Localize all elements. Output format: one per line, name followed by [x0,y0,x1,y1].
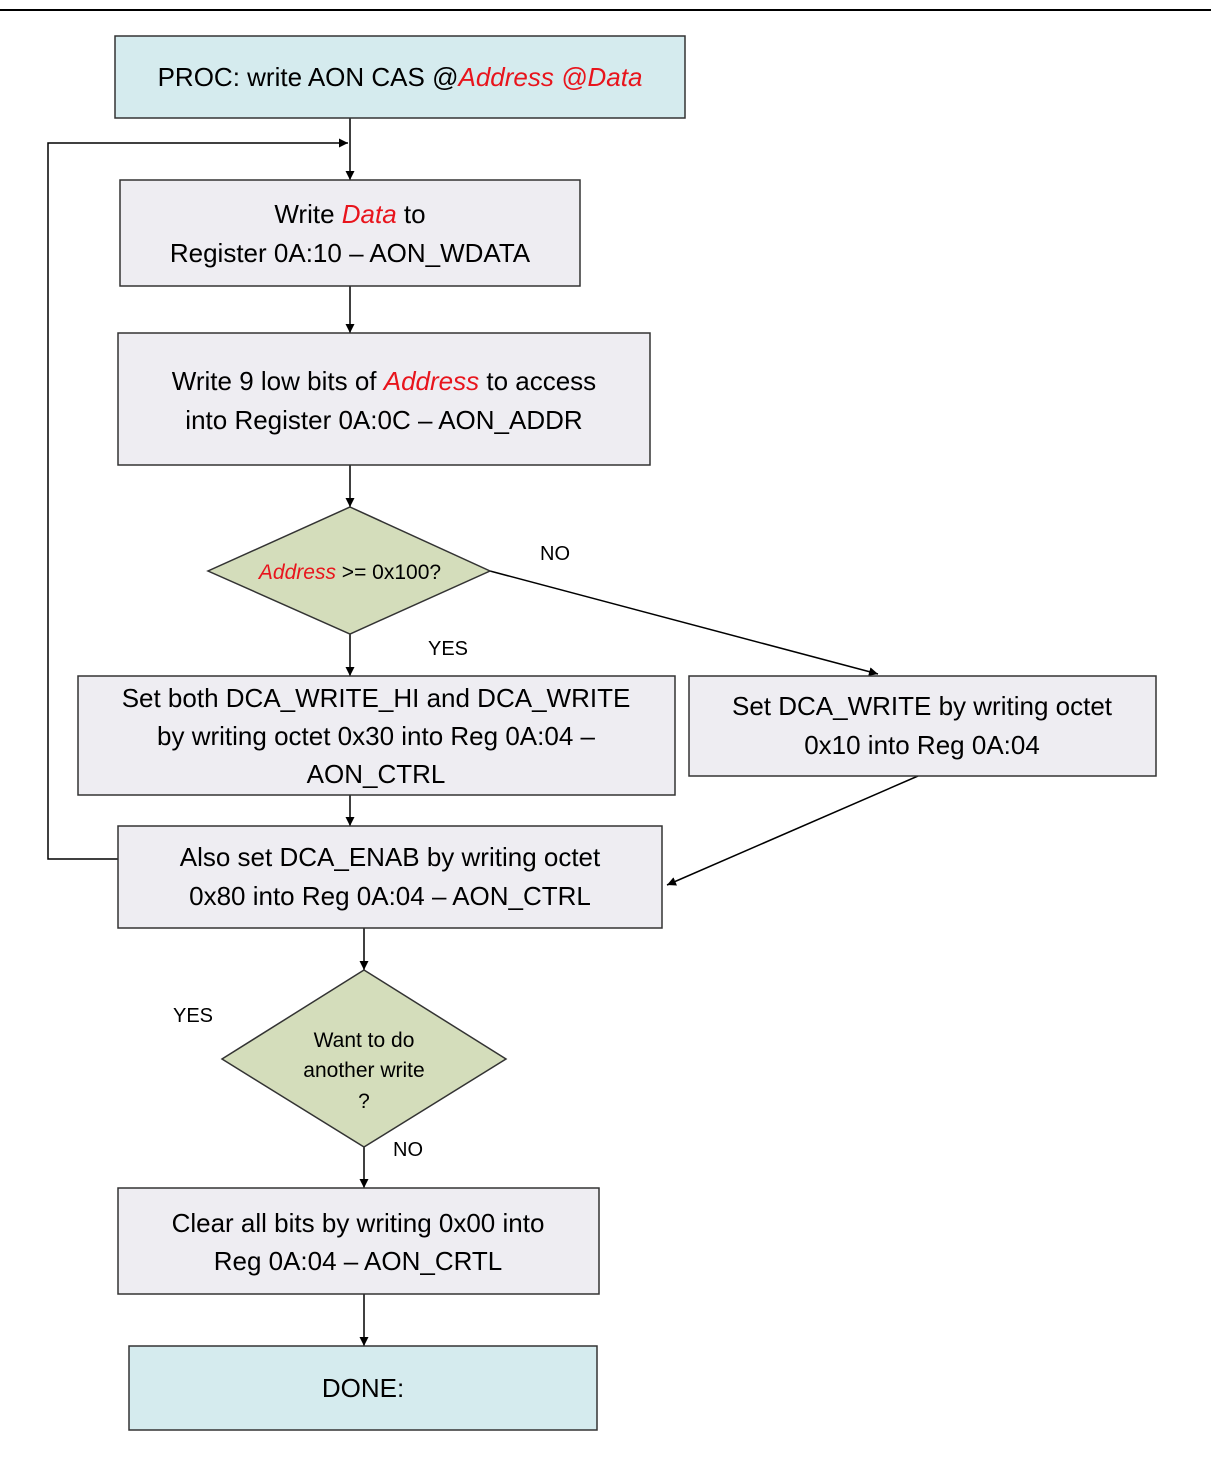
node-decision-again: Want to do another write ? [220,969,508,1148]
dec2-line3: ? [358,1090,370,1113]
start-var-data: Data [588,62,643,92]
waddr-line1-post: to access [479,366,596,396]
node-clear: Clear all bits by writing 0x00 into Reg … [117,1187,600,1295]
dec2-line2: another write [303,1059,424,1082]
node-start: PROC: write AON CAS @Address @Data [114,35,686,119]
node-write-data: Write Data to Register 0A:10 – AON_WDATA [119,179,581,287]
edge-decision-no [489,570,879,677]
setwrite-line1: Set DCA_WRITE by writing octet [732,691,1113,721]
waddr-line1-var: Address [382,366,479,396]
setboth-line3: AON_CTRL [307,759,446,789]
label-again-no: NO [393,1139,423,1161]
waddr-line2: into Register 0A:0C – AON_ADDR [185,405,582,435]
setwrite-line2: 0x10 into Reg 0A:04 [804,730,1040,760]
label-addr-no: NO [540,543,570,565]
edge-setwrite-to-setenab [666,775,919,886]
start-sep: @ [554,62,588,92]
wdata-line1-pre: Write [274,199,341,229]
wdata-line2: Register 0A:10 – AON_WDATA [170,238,531,268]
setboth-line2: by writing octet 0x30 into Reg 0A:04 – [157,721,595,751]
node-decision-address: Address >= 0x100? [206,506,492,635]
clear-line2: Reg 0A:04 – AON_CRTL [214,1246,503,1276]
dec1-post: >= 0x100? [336,561,441,584]
node-done: DONE: [128,1345,598,1431]
svg-text:Write Data to: Write Data to [274,199,425,229]
node-write-address: Write 9 low bits of Address to access in… [117,332,651,466]
label-again-yes: YES [173,1005,213,1027]
node-set-enab: Also set DCA_ENAB by writing octet 0x80 … [117,825,663,929]
start-var-address: Address [456,62,553,92]
setboth-line1: Set both DCA_WRITE_HI and DCA_WRITE [122,683,631,713]
wdata-line1-var: Data [342,199,397,229]
top-rule [0,9,1211,11]
wdata-line1-post: to [397,199,426,229]
done-label: DONE: [322,1373,404,1403]
svg-text:PROC: write AON CAS @Address @: PROC: write AON CAS @Address @Data [158,62,643,92]
node-set-write: Set DCA_WRITE by writing octet 0x10 into… [688,675,1157,777]
node-set-both: Set both DCA_WRITE_HI and DCA_WRITE by w… [77,675,676,796]
waddr-line1-pre: Write 9 low bits of [172,366,384,396]
svg-text:Address >= 0x100?: Address >= 0x100? [257,561,441,584]
svg-text:Write 9 low bits of Address to: Write 9 low bits of Address to access [172,366,596,396]
dec1-var: Address [257,561,337,584]
label-addr-yes: YES [428,638,468,660]
setenab-line2: 0x80 into Reg 0A:04 – AON_CTRL [189,881,591,911]
dec2-line1: Want to do [314,1029,415,1052]
setenab-line1: Also set DCA_ENAB by writing octet [180,842,601,872]
start-prefix: PROC: write AON CAS @ [158,62,459,92]
clear-line1: Clear all bits by writing 0x00 into [172,1208,545,1238]
